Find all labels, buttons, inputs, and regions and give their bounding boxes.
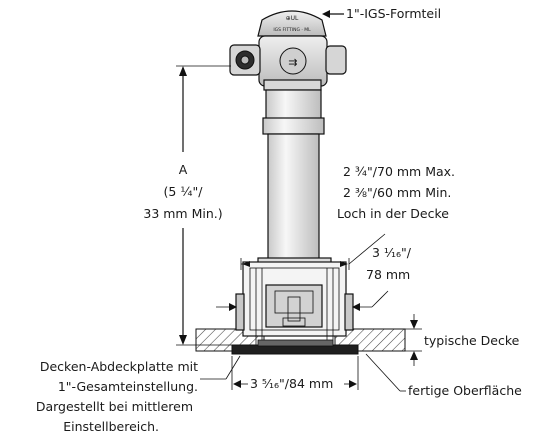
label-width-imperial: 3 ¹⁄₁₆"/ — [372, 245, 412, 260]
label-plate-line3: Dargestellt bei mittlerem — [36, 399, 193, 414]
label-hole-max: 2 ¾"/70 mm Max. — [343, 164, 455, 179]
labels: 1"-IGS-Formteil A (5 ¼"/ 33 mm Min.) 2 ¾… — [36, 6, 522, 434]
label-fitting: 1"-IGS-Formteil — [346, 6, 441, 21]
label-plate-line2: 1"-Gesamteinstellung. — [58, 379, 198, 394]
dimension-lines — [176, 10, 422, 392]
fitting-side-outlet-right — [325, 45, 347, 75]
label-finished-surface: fertige Oberfläche — [408, 383, 522, 398]
label-dim-a-value: (5 ¼"/ — [164, 184, 204, 199]
pipe-band — [262, 117, 325, 135]
label-hole-desc: Loch in der Decke — [337, 206, 449, 221]
sprinkler-assembly: ⊕UL IGS FITTING · ML ⇉ — [229, 10, 359, 355]
label-ceiling-typical: typische Decke — [424, 333, 520, 348]
svg-text:⇉: ⇉ — [288, 56, 297, 69]
pipe-lower — [267, 133, 320, 261]
label-width-metric: 78 mm — [366, 267, 410, 282]
label-dim-a-min: 33 mm Min.) — [143, 206, 222, 221]
svg-text:IGS FITTING · ML: IGS FITTING · ML — [273, 27, 311, 33]
pipe-upper — [265, 89, 322, 121]
width-leader — [371, 290, 389, 308]
label-hole-min: 2 ⅜"/60 mm Min. — [343, 185, 451, 200]
label-plate-width: 3 ⁵⁄₁₆"/84 mm — [250, 376, 333, 391]
label-dim-a-letter: A — [179, 162, 188, 177]
label-plate-line1: Decken-Abdeckplatte mit — [40, 359, 198, 374]
fitting-cap — [257, 10, 327, 37]
hole-leader — [348, 233, 386, 265]
svg-text:⊕UL: ⊕UL — [286, 15, 299, 22]
label-plate-line4: Einstellbereich. — [63, 419, 159, 434]
